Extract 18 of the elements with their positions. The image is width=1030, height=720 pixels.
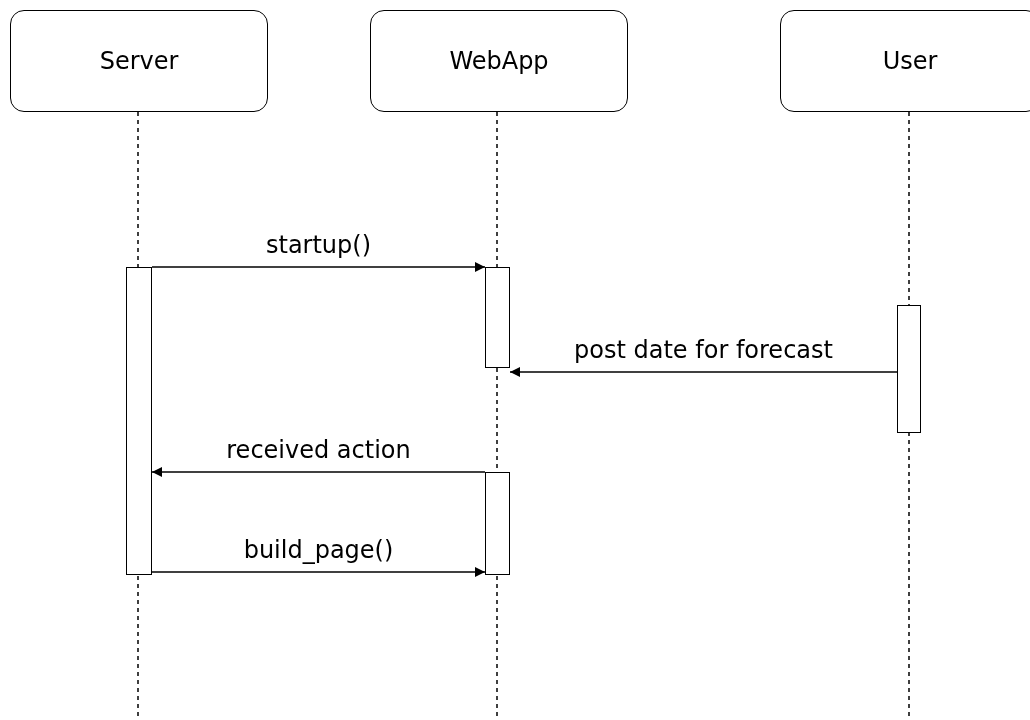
participant-name: User [882, 47, 938, 75]
participant-box [10, 10, 268, 112]
activation-bar [126, 267, 152, 575]
activation-bar [485, 472, 510, 575]
activation-bar [897, 305, 921, 433]
participant-box [780, 10, 1030, 112]
message-arrow [151, 467, 486, 477]
message-arrow [151, 567, 486, 577]
message-arrow [509, 367, 898, 377]
message-label: build_page() [243, 536, 394, 564]
message-label: startup() [265, 231, 372, 259]
message-label: post date for forecast [574, 336, 833, 364]
message-arrow [151, 262, 486, 272]
participant-name: Server [99, 47, 179, 75]
activation-bar [485, 267, 510, 368]
message-label: received action [226, 436, 411, 464]
participant-box [370, 10, 628, 112]
participant-name: WebApp [449, 47, 549, 75]
